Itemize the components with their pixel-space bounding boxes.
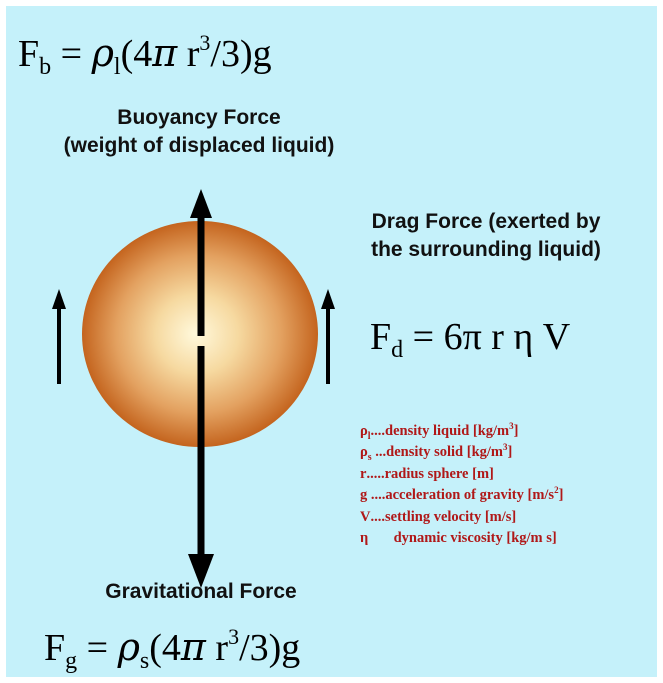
legend-row: r.....radius sphere [m]: [360, 459, 563, 482]
buoyancy-label-line2: (weight of displaced liquid): [63, 134, 335, 157]
gravity-label: Gravitational Force: [56, 578, 346, 606]
buoyancy-label: Buoyancy Force (weight of displaced liqu…: [34, 104, 364, 160]
force-diagram-graphics: [52, 189, 335, 588]
drag-arrow-left: [52, 289, 66, 384]
legend-row: V....settling velocity [m/s]: [360, 502, 563, 525]
buoyancy-arrow: [190, 189, 212, 336]
legend-description: ...density solid [kg/m3]: [371, 442, 513, 461]
legend-description: .....radius sphere [m]: [366, 465, 494, 482]
gravity-label-text: Gravitational Force: [105, 580, 297, 603]
drag-label-line2: the surrounding liquid): [371, 238, 601, 261]
legend-row: ρs ...density solid [kg/m3]: [360, 438, 563, 464]
legend-symbol: ρs: [360, 444, 372, 464]
legend-row: g ....acceleration of gravity [m/s2]: [360, 481, 564, 504]
legend-symbol: g: [360, 487, 368, 504]
drag-arrow-right: [321, 289, 335, 384]
symbol-legend: ρl....density liquid [kg/m3]ρs ...densit…: [360, 416, 564, 546]
drag-equation: Fd = 6π r η V: [370, 316, 571, 363]
gravity-arrow: [188, 346, 214, 588]
legend-symbol: V: [360, 508, 371, 525]
drag-label: Drag Force (exerted by the surrounding l…: [316, 208, 656, 264]
drag-label-line1: Drag Force (exerted by: [371, 210, 601, 233]
legend-symbol: η: [360, 530, 369, 547]
buoyancy-equation: Fb = ρl(4π r3/3)g: [18, 30, 272, 80]
legend-symbol: ρl: [360, 422, 371, 442]
legend-row: η dynamic viscosity [kg/m s]: [360, 524, 563, 546]
buoyancy-label-line1: Buoyancy Force: [117, 106, 281, 129]
diagram-canvas: Fb = ρl(4π r3/3)g Buoyancy Force (weight…: [6, 6, 657, 677]
legend-description: ....settling velocity [m/s]: [370, 508, 517, 525]
legend-description: ....acceleration of gravity [m/s2]: [367, 485, 564, 504]
legend-description: dynamic viscosity [kg/m s]: [368, 530, 557, 547]
legend-description: ....density liquid [kg/m3]: [370, 421, 519, 439]
legend-symbol: r: [360, 465, 367, 482]
legend-row: ρl....density liquid [kg/m3]: [360, 416, 563, 442]
gravity-equation: Fg = ρs(4π r3/3)g: [44, 624, 301, 674]
